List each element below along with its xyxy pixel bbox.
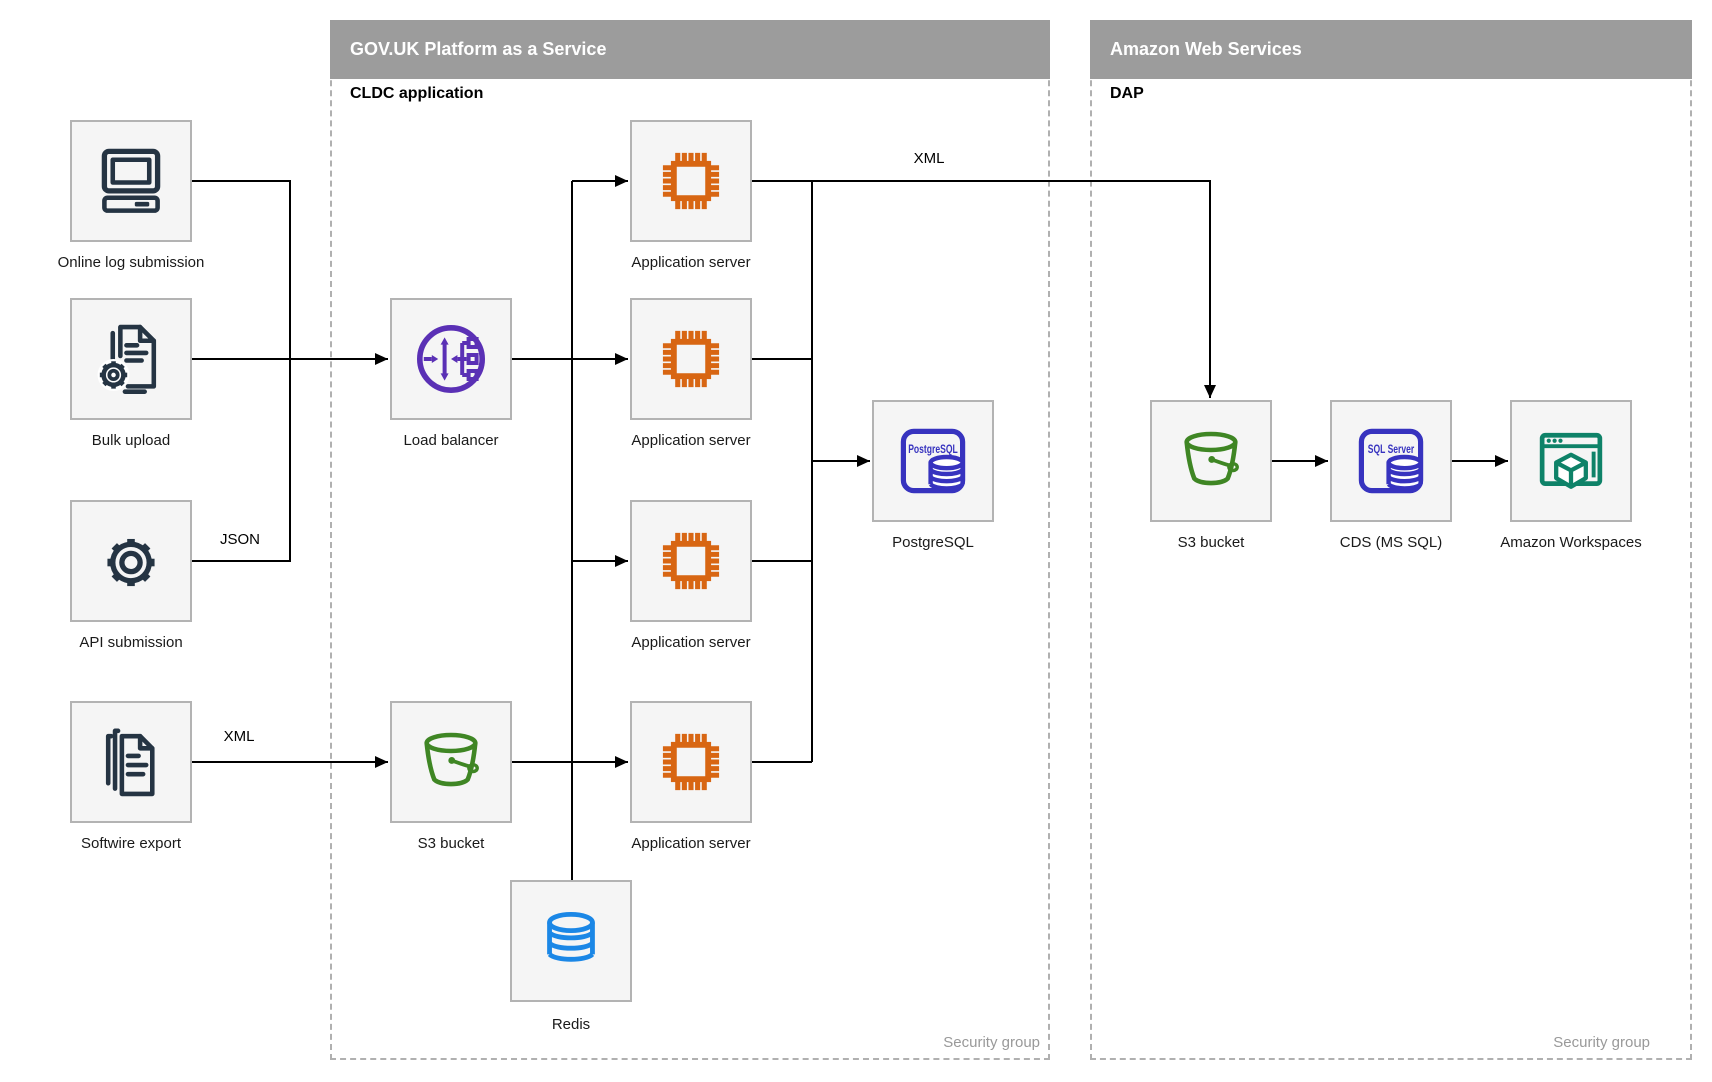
postgresql-badge-text: PostgreSQL: [908, 442, 958, 456]
node-label-s3-bucket-paas: S3 bucket: [417, 835, 485, 852]
edge-label-xml-softwire: XML: [223, 728, 255, 745]
load-balancer-icon: [411, 319, 491, 399]
document-gear-icon: [93, 321, 169, 397]
chip-icon: [652, 142, 730, 220]
node-application-server-2: [630, 298, 752, 420]
computer-icon: [93, 143, 169, 219]
node-amazon-workspaces: [1510, 400, 1632, 522]
aws-container-header: Amazon Web Services: [1090, 20, 1692, 79]
node-application-server-4: [630, 701, 752, 823]
node-label-redis: Redis: [551, 1016, 591, 1033]
node-redis: [510, 880, 632, 1002]
node-label-s3-bucket-aws: S3 bucket: [1177, 534, 1245, 551]
node-label-online-log-submission: Online log submission: [57, 254, 205, 271]
chip-icon: [652, 320, 730, 398]
sql-server-badge-text: SQL Server: [1368, 442, 1415, 456]
bucket-icon: [413, 724, 489, 800]
node-application-server-3: [630, 500, 752, 622]
node-load-balancer: [390, 298, 512, 420]
node-label-application-server-4: Application server: [631, 835, 751, 852]
node-bulk-upload: [70, 298, 192, 420]
node-label-amazon-workspaces: Amazon Workspaces: [1500, 534, 1642, 551]
node-s3-bucket-paas: [390, 701, 512, 823]
node-label-api-submission: API submission: [79, 634, 183, 651]
paas-section-label: CLDC application: [350, 85, 484, 102]
node-softwire-export: [70, 701, 192, 823]
chip-icon: [652, 522, 730, 600]
paas-container-header: GOV.UK Platform as a Service: [330, 20, 1050, 79]
node-label-bulk-upload: Bulk upload: [91, 432, 171, 449]
documents-icon: [93, 724, 169, 800]
node-label-load-balancer: Load balancer: [403, 432, 499, 449]
workspaces-icon: [1532, 422, 1610, 500]
postgresql-icon: PostgreSQL: [893, 421, 973, 501]
gear-icon: [93, 523, 169, 599]
sql-server-icon: SQL Server: [1351, 421, 1431, 501]
aws-section-label: DAP: [1110, 85, 1144, 102]
node-postgresql: PostgreSQL: [872, 400, 994, 522]
edge-label-json: JSON: [219, 531, 260, 548]
bucket-icon: [1173, 423, 1249, 499]
node-label-cds-ms-sql: CDS (MS SQL): [1339, 534, 1443, 551]
node-label-application-server-3: Application server: [631, 634, 751, 651]
node-application-server-1: [630, 120, 752, 242]
node-online-log-submission: [70, 120, 192, 242]
aws-security-group-label: Security group: [1553, 1034, 1650, 1051]
edge-label-xml-aws: XML: [913, 150, 945, 167]
node-cds-ms-sql: SQL Server: [1330, 400, 1452, 522]
node-s3-bucket-aws: [1150, 400, 1272, 522]
chip-icon: [652, 723, 730, 801]
node-label-application-server-1: Application server: [631, 254, 751, 271]
database-icon: [534, 904, 608, 978]
node-label-application-server-2: Application server: [631, 432, 751, 449]
node-label-softwire-export: Softwire export: [80, 835, 182, 852]
node-label-postgresql: PostgreSQL: [892, 534, 974, 551]
paas-security-group-label: Security group: [943, 1034, 1040, 1051]
node-api-submission: [70, 500, 192, 622]
